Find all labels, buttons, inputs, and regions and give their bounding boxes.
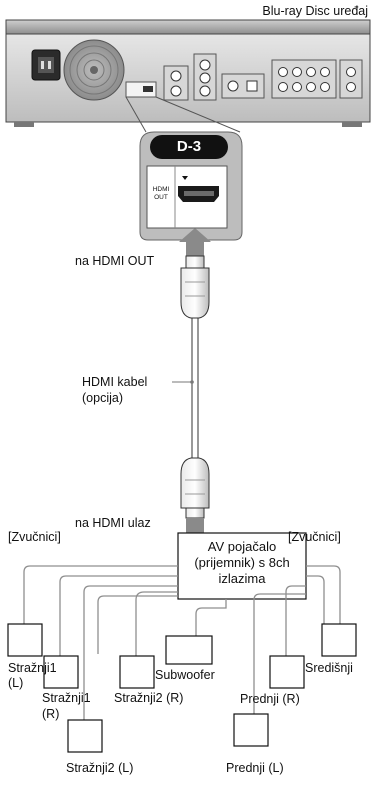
bluray-device [5,19,371,127]
cable-label-line1: HDMI kabel [82,375,148,389]
speaker-label-rear1-l: Stražnji1 [8,661,57,675]
panel-video-jacks [163,53,217,101]
speaker-label-rear2-r: Stražnji2 (R) [114,691,184,705]
d3-badge [150,135,228,159]
speaker-box-rear1-l [7,623,43,657]
speaker-group-right-label: [Zvučnici] [288,530,341,544]
av-amplifier-box [177,532,307,600]
port-label-line2: OUT [154,194,168,201]
speaker-label-front-r: Prednji (R) [240,692,300,706]
speaker-label-front-l: Prednji (L) [226,761,284,775]
speaker-box-subwoofer [165,635,213,665]
hdmi-out-callout [139,131,243,241]
amplifier-line1: AV pojačalo [207,539,277,554]
speaker-box-rear2-l [67,719,103,753]
speaker-box-front-r [269,655,305,689]
arrow-up-icon [179,228,211,242]
speaker-box-center [321,623,357,657]
port-label-line1: HDMI [152,186,170,193]
hdmi-cable [179,228,211,552]
speaker-box-rear2-r [119,655,155,689]
speaker-box-front-l [233,713,269,747]
speaker-box-rear1-r [43,655,79,689]
amplifier-line3: izlazima [218,571,266,586]
hdmi-plug-bottom [180,457,210,509]
speaker-wires [23,565,341,720]
speaker-label-rear2-l: Stražnji2 (L) [66,761,134,775]
callout-line-left [125,96,147,133]
speaker-label-rear1-r-side: (R) [42,707,60,721]
device-label: Blu-ray Disc uređaj [262,4,368,18]
cable-bottom-label: na HDMI ulaz [75,516,151,530]
speaker-label-center: Središnji [305,661,353,675]
amplifier-line2: (prijemnik) s 8ch [194,555,290,570]
speaker-label-rear1-r: Stražnji1 [42,691,91,705]
power-inlet-icon [31,49,61,81]
d3-badge-label: D-3 [176,138,202,155]
cable-label-line2: (opcija) [82,391,123,405]
cable-top-label: na HDMI OUT [75,254,155,268]
fan-grille-icon [63,39,125,101]
hdmi-plug-top [180,267,210,319]
panel-analog-out [271,59,363,99]
panel-digital-audio [221,73,265,99]
speaker-group-left-label: [Zvučnici] [8,530,61,544]
panel-hdmi-port [125,81,157,98]
callout-line-right [155,96,241,133]
speaker-label-rear1-l-side: (L) [8,676,24,690]
speaker-label-subwoofer: Subwoofer [155,668,215,682]
